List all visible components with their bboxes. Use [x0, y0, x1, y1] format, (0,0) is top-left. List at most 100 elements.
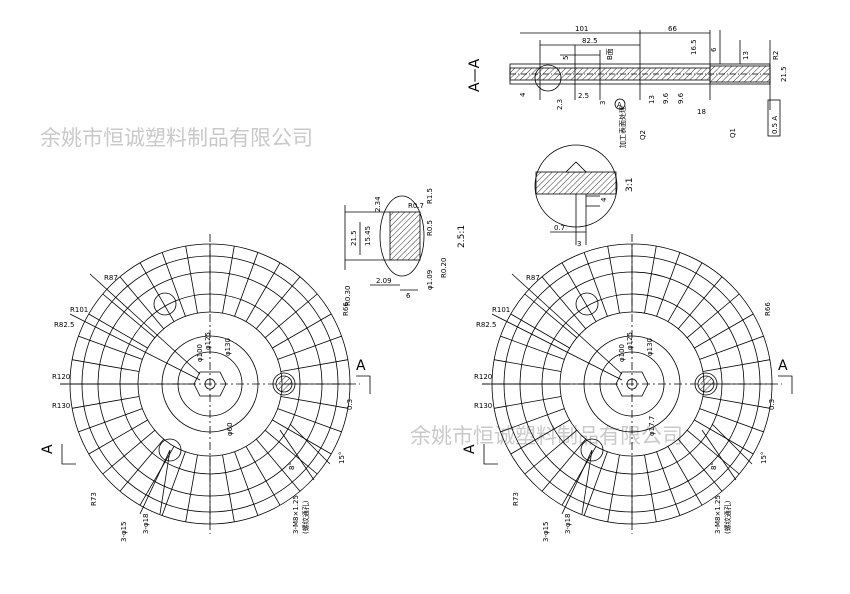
- dim-9-6-a: 9.6: [662, 92, 670, 104]
- disc-spoke: [277, 335, 342, 360]
- bolt-hole: [153, 292, 177, 316]
- dim-r2: R2: [772, 51, 780, 60]
- section-arrow: [778, 375, 793, 394]
- dim-3: 3: [599, 101, 607, 105]
- disc-spoke: [119, 276, 165, 330]
- radius-r130: R130: [52, 402, 70, 410]
- profile-dim-2-09: 2.09: [376, 277, 392, 285]
- radius-r66: R66: [764, 302, 772, 316]
- dim-21-5: 21.5: [780, 66, 788, 82]
- section-mark-a-right: A: [356, 358, 366, 374]
- groove-dim-4: 4: [600, 197, 608, 202]
- profile-dim-r1-5: R1.5: [426, 188, 434, 204]
- profile-dim-r0-30: R0.30: [344, 286, 352, 306]
- profile-dim-15-45: 15.45: [364, 226, 372, 246]
- threaded-hole: [275, 375, 293, 393]
- disc-spoke: [185, 454, 198, 522]
- dim-q1: Q1: [729, 128, 737, 138]
- disc-spoke: [686, 429, 740, 475]
- leader-line: [491, 313, 623, 381]
- radius-r101: R101: [70, 306, 88, 314]
- callout-0-3: 0.3: [346, 399, 354, 410]
- disc-spoke: [494, 359, 562, 372]
- center-bore: [204, 378, 216, 390]
- disc-spoke: [561, 446, 597, 506]
- disc-spoke: [161, 451, 186, 516]
- callout-3-phi18: 3-φ18: [564, 513, 572, 534]
- dia-phi60: φ60: [226, 422, 234, 436]
- section-mark-a-left: A: [462, 444, 478, 454]
- disc-spoke: [222, 246, 235, 314]
- dim-6: 6: [710, 47, 718, 52]
- front-view-left: R87 R101 R82.5 R120 R130 R66 R73 φ125 φ1…: [40, 234, 371, 542]
- dim-b-face: B面: [606, 48, 614, 60]
- disc-spoke: [583, 451, 608, 516]
- profile-dim-r0-20: R0.20: [440, 258, 448, 278]
- dim-13: 13: [742, 51, 750, 60]
- profile-dim-r0-7: R0.7: [408, 202, 424, 210]
- detail-groove-scale: 3:1: [625, 178, 635, 192]
- callout-15deg: 15°: [338, 452, 346, 464]
- disc-spoke: [139, 446, 175, 506]
- disc-spoke: [510, 419, 570, 455]
- center-bore: [626, 378, 638, 390]
- section-title: A—A: [467, 58, 483, 92]
- leader-line: [69, 313, 201, 381]
- datum-note: 加工表面处理: [618, 106, 627, 148]
- disc-spoke: [277, 408, 342, 433]
- tolerance-frame: 0.5 A: [771, 116, 779, 134]
- disc-spoke: [510, 313, 570, 349]
- disc-spoke: [677, 276, 723, 330]
- callout-thread-note: (螺纹通孔): [723, 500, 732, 534]
- disc-spoke: [161, 252, 186, 317]
- detail-profile: [344, 195, 425, 291]
- disc-spoke: [561, 262, 597, 322]
- radius-r73: R73: [90, 492, 98, 506]
- profile-dim-21-5: 21.5: [350, 230, 358, 246]
- disc-spoke: [607, 246, 620, 314]
- disc-spoke: [656, 451, 681, 516]
- disc-spoke: [677, 438, 723, 492]
- section-dims-top: 101 66 82.5 B面 5 16.5 6 13 R2 21.5: [562, 25, 788, 82]
- profile-dim-2-34: 2.34: [374, 196, 382, 212]
- disc-spoke: [494, 396, 562, 409]
- section-arrow: [356, 375, 371, 394]
- disc-spoke: [644, 454, 657, 522]
- disc-spoke: [255, 276, 301, 330]
- dia-phi125: φ125: [626, 332, 634, 350]
- dia-phi130: φ130: [646, 338, 654, 356]
- disc-spoke: [500, 335, 565, 360]
- callout-3-phi15: 3-φ15: [120, 521, 128, 542]
- disc-spoke: [264, 293, 318, 339]
- disc-spoke: [72, 396, 140, 409]
- leader-line: [139, 449, 171, 515]
- disc-spoke: [72, 359, 140, 372]
- disc-spoke: [694, 419, 754, 455]
- section-datum: A 加工表面处理 0.5 A: [614, 98, 781, 148]
- detail-groove: [534, 144, 618, 245]
- radius-r82-5: R82.5: [54, 321, 74, 329]
- dim-101: 101: [575, 25, 588, 33]
- callout-15deg: 15°: [760, 452, 768, 464]
- groove-dim-0-7: 0.7: [554, 224, 565, 232]
- dim-18: 18: [697, 108, 706, 116]
- callout-8deg: 8°: [288, 462, 296, 470]
- disc-spoke: [272, 419, 332, 455]
- disc-spoke: [656, 252, 681, 317]
- bolt-hole: [694, 372, 718, 396]
- callout-0-3: 0.3: [768, 399, 776, 410]
- dim-q2: Q2: [639, 130, 647, 140]
- callout-3-phi18: 3-φ18: [142, 513, 150, 534]
- callout-8deg: 8°: [710, 462, 718, 470]
- disc-spoke: [245, 262, 281, 322]
- dim-2-5: 2.5: [578, 92, 589, 100]
- disc-spoke: [500, 408, 565, 433]
- bolt-hole: [272, 372, 296, 396]
- radius-r87: R87: [526, 274, 540, 282]
- dim-5: 5: [562, 56, 570, 60]
- radius-r87: R87: [104, 274, 118, 282]
- dia-phi100: φ100: [618, 344, 626, 362]
- profile-dim-6: 6: [406, 292, 411, 300]
- leader-line: [711, 423, 753, 465]
